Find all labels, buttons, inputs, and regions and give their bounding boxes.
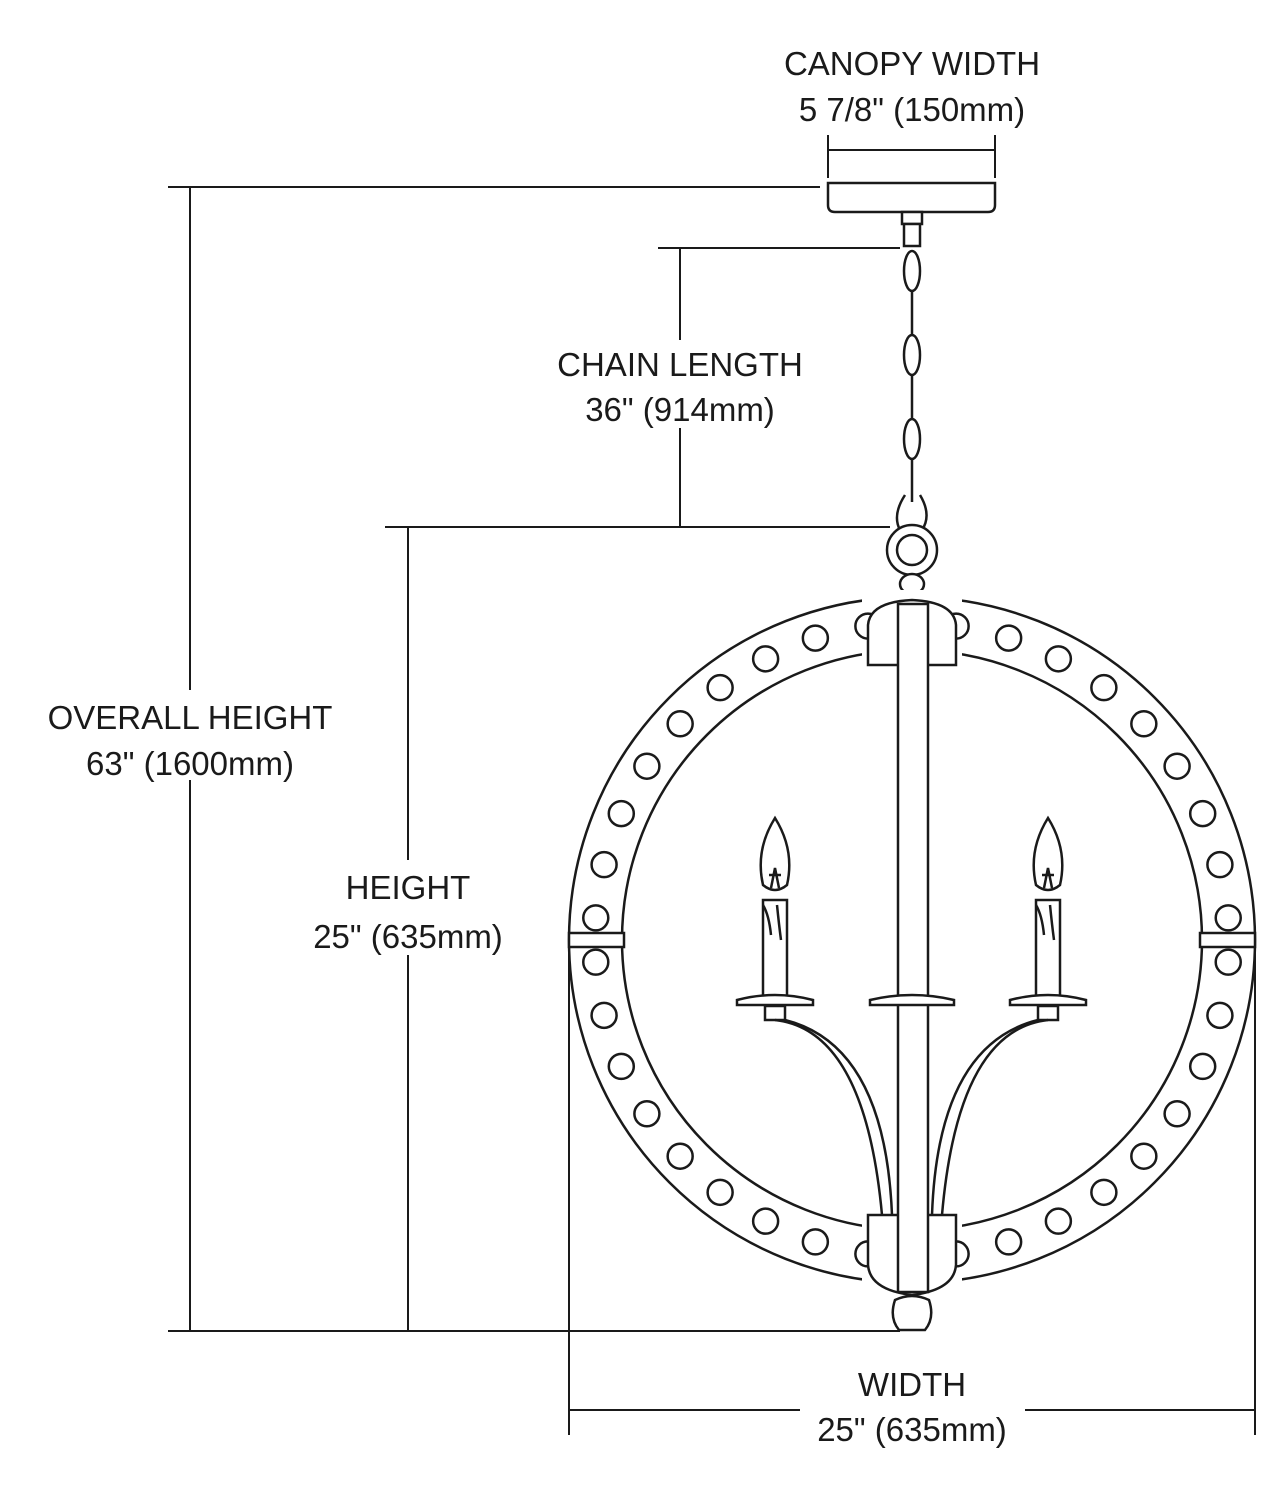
ring-stud (1214, 948, 1242, 976)
ring-stud (1206, 850, 1234, 879)
canopy (826, 181, 997, 248)
bobeche (868, 993, 956, 1007)
chain-length-value: 36" (914mm) (585, 391, 775, 428)
bobeche (735, 993, 815, 1007)
ring-stud (994, 1228, 1023, 1256)
canopy-width-dimension: CANOPY WIDTH 5 7/8" (150mm) (784, 45, 1040, 178)
chain-length-dimension: CHAIN LENGTH 36" (914mm) (557, 247, 900, 527)
arm (774, 1018, 884, 1216)
wax-drips (1034, 904, 1056, 941)
ring-stud (1044, 645, 1073, 673)
height-dimension: HEIGHT 25" (635mm) (313, 526, 890, 1331)
ring-stud (1214, 904, 1242, 932)
ring-stud (801, 1228, 830, 1256)
arm (784, 1018, 894, 1216)
ring-stud (590, 1001, 618, 1030)
ring-stud (607, 799, 636, 828)
ring-stud (1163, 752, 1191, 780)
ring-stud (666, 1142, 694, 1170)
ring-stud (1130, 1142, 1158, 1170)
candles (735, 815, 1088, 1216)
ring-stud (706, 1178, 734, 1207)
ring-stud (666, 710, 694, 738)
filament (1042, 867, 1054, 889)
ring-stud (607, 1052, 636, 1081)
ring-stud (751, 645, 780, 673)
overall-height-dimension: OVERALL HEIGHT 63" (1600mm) (48, 186, 900, 1332)
candle (930, 815, 1088, 1216)
ring-stud (1130, 710, 1158, 738)
ring-stud (801, 624, 830, 652)
bulb (1032, 815, 1064, 892)
overall-height-value: 63" (1600mm) (86, 745, 294, 782)
cup (1036, 1004, 1060, 1022)
ring-stud (633, 752, 661, 780)
ring-stud (1188, 799, 1217, 828)
candle (735, 815, 894, 1216)
ring-stud (633, 1100, 661, 1128)
ring-stud (706, 673, 734, 702)
canopy-width-value: 5 7/8" (150mm) (799, 91, 1025, 128)
width-value: 25" (635mm) (817, 1411, 1007, 1448)
height-title: HEIGHT (346, 869, 471, 906)
ring-stud (1090, 1178, 1118, 1207)
bulb (759, 815, 791, 892)
arm (930, 1018, 1039, 1216)
chain-link (902, 417, 922, 461)
bobeche (1008, 993, 1088, 1007)
ring-stud (1206, 1001, 1234, 1030)
ring-stud (1188, 1052, 1217, 1081)
chain (902, 249, 922, 502)
ring-stud (1163, 1100, 1191, 1128)
width-title: WIDTH (858, 1366, 966, 1403)
width-dimension: WIDTH 25" (635mm) (568, 945, 1256, 1448)
center-column (866, 598, 958, 1332)
ring-stud (582, 904, 610, 932)
cup (763, 1004, 787, 1022)
height-value: 25" (635mm) (313, 918, 503, 955)
ring-stud (582, 948, 610, 976)
arm (940, 1018, 1049, 1216)
ring-stud (1090, 673, 1118, 702)
overall-height-title: OVERALL HEIGHT (48, 699, 333, 736)
wax-drips (761, 904, 783, 941)
hanging-ring (885, 494, 939, 596)
chain-length-title: CHAIN LENGTH (557, 346, 803, 383)
canopy-width-title: CANOPY WIDTH (784, 45, 1040, 82)
candle (868, 993, 956, 1007)
ring-stud (994, 624, 1023, 652)
ring-stud (1044, 1207, 1073, 1235)
ring-stud (751, 1207, 780, 1235)
chain-link (902, 333, 922, 377)
filament (769, 867, 781, 889)
chain-link (902, 249, 922, 293)
ring-stud (590, 850, 618, 879)
